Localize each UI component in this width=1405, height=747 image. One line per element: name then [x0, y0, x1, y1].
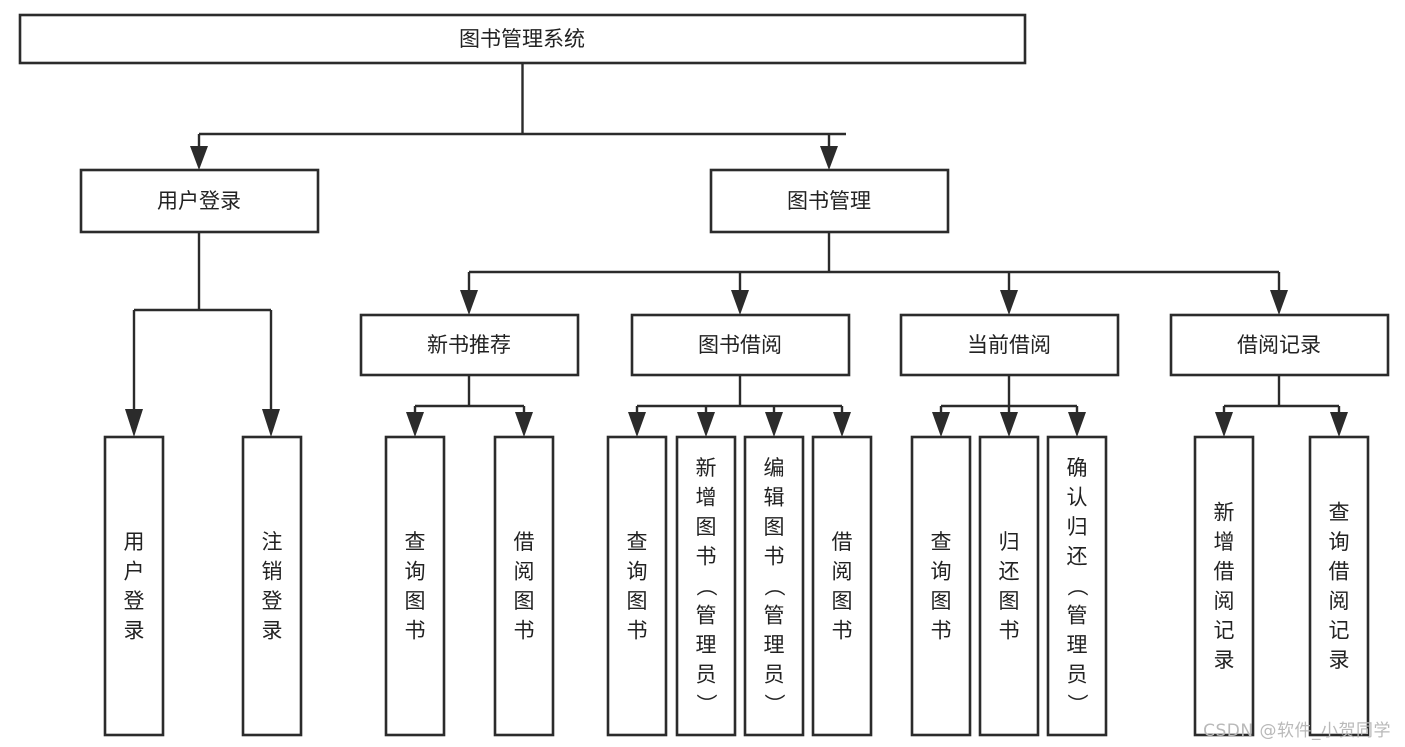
arrowhead-leaf-12 [1215, 412, 1233, 437]
node-leaf-12-label: 新增借阅记录 [1214, 500, 1235, 672]
arrowhead-leaf-13 [1330, 412, 1348, 437]
arrowhead-leaf-11 [1068, 412, 1086, 437]
node-leaf-5[interactable]: 查询图书 [606, 435, 668, 737]
node-leaf-3[interactable]: 查询图书 [384, 435, 446, 737]
node-leaf-13[interactable]: 查询借阅记录 [1308, 435, 1370, 737]
arrowhead-leaf-9 [932, 412, 950, 437]
node-root-label: 图书管理系统 [459, 27, 585, 51]
svg-text:）: ） [762, 694, 786, 715]
node-book-borrow[interactable]: 图书借阅 [630, 313, 851, 377]
node-current-borrow-box[interactable] [899, 313, 1120, 377]
node-leaf-8[interactable]: 借阅图书 [811, 435, 873, 737]
node-leaf-9-box[interactable] [910, 435, 972, 737]
node-book-borrow-box[interactable] [630, 313, 851, 377]
node-leaf-4-label: 借阅图书 [514, 530, 535, 643]
node-leaf-13-label: 查询借阅记录 [1329, 500, 1350, 672]
arrowhead-leaf-2 [262, 409, 280, 437]
node-current-borrow[interactable]: 当前借阅 [899, 313, 1120, 377]
node-leaf-12-box[interactable] [1193, 435, 1255, 737]
svg-text:（: （ [694, 576, 718, 597]
node-user-login[interactable]: 用户登录 [79, 168, 320, 234]
node-leaf-4-box[interactable] [493, 435, 555, 737]
node-leaf-11[interactable]: 确认归还管理员 （ ） [1046, 435, 1108, 737]
arrowhead-bookborrow [731, 290, 749, 315]
node-leaf-9[interactable]: 查询图书 [910, 435, 972, 737]
arrowhead-leaf-4 [515, 412, 533, 437]
arrowhead-leaf-8 [833, 412, 851, 437]
arrowhead-leaf-5 [628, 412, 646, 437]
node-leaf-10-label: 归还图书 [999, 530, 1020, 643]
node-root-box[interactable] [18, 13, 1027, 65]
node-leaf-1-label: 用户登录 [124, 530, 145, 643]
node-leaf-3-box[interactable] [384, 435, 446, 737]
arrowhead-newbookrec [460, 290, 478, 315]
svg-text:（: （ [762, 576, 786, 597]
svg-text:）: ） [1065, 694, 1089, 715]
node-leaf-8-box[interactable] [811, 435, 873, 737]
node-leaf-5-box[interactable] [606, 435, 668, 737]
node-current-borrow-label: 当前借阅 [967, 333, 1051, 357]
svg-text:）: ） [694, 694, 718, 715]
node-root[interactable]: 图书管理系统 [18, 13, 1027, 65]
node-user-login-box[interactable] [79, 168, 320, 234]
node-leaf-4[interactable]: 借阅图书 [493, 435, 555, 737]
svg-text:（: （ [1065, 576, 1089, 597]
arrowhead-leaf-7 [765, 412, 783, 437]
node-leaf-2-label: 注销登录 [262, 530, 283, 643]
node-leaf-13-box[interactable] [1308, 435, 1370, 737]
node-leaf-11-label: 确认归还管理员 [1067, 456, 1088, 687]
node-leaf-1[interactable]: 用户登录 [103, 435, 165, 737]
arrowhead-leaf-3 [406, 412, 424, 437]
node-borrow-record-box[interactable] [1169, 313, 1390, 377]
node-book-manage-box[interactable] [709, 168, 950, 234]
node-new-book-rec-label: 新书推荐 [427, 333, 511, 357]
arrowhead-userlogin [190, 146, 208, 170]
node-leaf-3-label: 查询图书 [405, 530, 426, 643]
node-leaf-11-box[interactable] [1046, 435, 1108, 737]
node-leaf-6-box[interactable] [675, 435, 737, 737]
node-leaf-6-label: 新增图书管理员 [696, 456, 717, 687]
node-leaf-12[interactable]: 新增借阅记录 [1193, 435, 1255, 737]
node-leaf-10-box[interactable] [978, 435, 1040, 737]
node-leaf-2[interactable]: 注销登录 [241, 435, 303, 737]
arrowhead-currentborrow [1000, 290, 1018, 315]
node-new-book-rec-box[interactable] [359, 313, 580, 377]
node-leaf-2-box[interactable] [241, 435, 303, 737]
arrowhead-leaf-1 [125, 409, 143, 437]
node-borrow-record-label: 借阅记录 [1237, 333, 1321, 357]
node-leaf-5-label: 查询图书 [627, 530, 648, 643]
node-leaf-10[interactable]: 归还图书 [978, 435, 1040, 737]
node-leaf-7-box[interactable] [743, 435, 805, 737]
node-leaf-1-box[interactable] [103, 435, 165, 737]
node-user-login-label: 用户登录 [157, 189, 241, 213]
arrowhead-leaf-6 [697, 412, 715, 437]
connector-group [125, 63, 1348, 437]
node-book-manage[interactable]: 图书管理 [709, 168, 950, 234]
arrowhead-borrowrecord [1270, 290, 1288, 315]
node-borrow-record[interactable]: 借阅记录 [1169, 313, 1390, 377]
node-leaf-9-label: 查询图书 [931, 530, 952, 643]
node-leaf-7[interactable]: 编辑图书管理员 （ ） [743, 435, 805, 737]
node-new-book-rec[interactable]: 新书推荐 [359, 313, 580, 377]
arrowhead-leaf-10 [1000, 412, 1018, 437]
node-leaf-6[interactable]: 新增图书管理员 （ ） [675, 435, 737, 737]
arrowhead-bookmanage [820, 146, 838, 170]
node-leaf-8-label: 借阅图书 [832, 530, 853, 643]
node-leaf-7-label: 编辑图书管理员 [764, 456, 785, 687]
node-book-borrow-label: 图书借阅 [698, 333, 782, 357]
node-book-manage-label: 图书管理 [787, 189, 871, 213]
